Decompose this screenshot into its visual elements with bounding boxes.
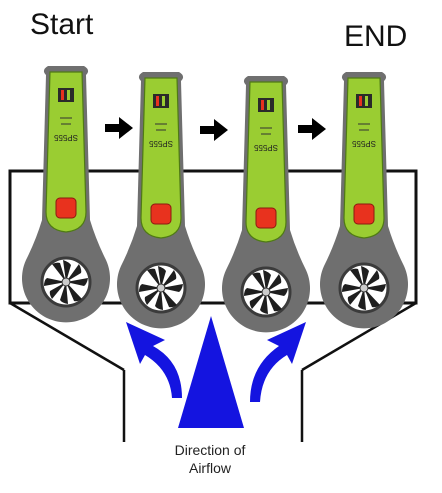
start-label: Start [30, 8, 94, 41]
anemometer-4 [318, 70, 410, 330]
duct-box [8, 169, 418, 305]
airflow-caption-line2: Airflow [188, 460, 231, 476]
inlet-wall-right [301, 301, 417, 372]
anemometer-2 [115, 70, 207, 330]
curved-arrow-left-icon [126, 322, 182, 398]
inlet-wall-left [9, 301, 125, 372]
right-arrow-icon [298, 118, 326, 140]
device-model-3: SP555 [253, 143, 278, 152]
device-model-4: SP555 [351, 139, 376, 148]
airflow-caption-line1: Direction of [174, 442, 246, 458]
device-model-2: SP555 [148, 139, 173, 148]
anemometer-1 [20, 64, 112, 324]
anemometer-3 [220, 74, 312, 334]
right-arrow-icon [200, 119, 228, 141]
end-label: END [344, 20, 408, 53]
device-model-1: SP555 [53, 133, 78, 142]
right-arrow-icon [105, 117, 133, 139]
up-arrow-icon [178, 316, 244, 428]
curved-arrow-right-icon [250, 322, 306, 402]
airflow-caption: Direction of Airflow [150, 441, 270, 477]
